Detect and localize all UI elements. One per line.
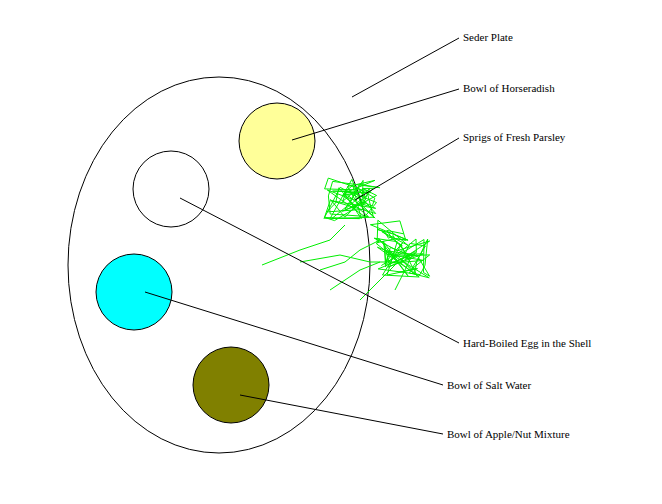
parsley-stem xyxy=(395,255,412,290)
egg xyxy=(133,151,209,227)
apple-nut-label: Bowl of Apple/Nut Mixture xyxy=(447,428,570,441)
leader-line xyxy=(145,292,443,385)
horseradish-label: Bowl of Horseradish xyxy=(463,82,555,95)
leader-line xyxy=(352,38,459,97)
seder-plate xyxy=(68,77,370,453)
parsley-stem xyxy=(262,225,345,265)
salt-water-bowl xyxy=(96,254,172,330)
salt-water-label: Bowl of Salt Water xyxy=(447,379,531,392)
parsley-label: Sprigs of Fresh Parsley xyxy=(463,131,565,144)
leader-line xyxy=(292,89,459,140)
leader-lines xyxy=(145,38,459,434)
parsley-stem xyxy=(320,240,380,270)
parsley-sprigs xyxy=(262,178,430,300)
leader-line xyxy=(355,138,459,200)
parsley-stem xyxy=(300,255,395,262)
apple-nut-bowl xyxy=(193,347,269,423)
leader-line xyxy=(240,395,443,434)
egg-label: Hard-Boiled Egg in the Shell xyxy=(463,337,591,350)
leader-line xyxy=(180,198,459,343)
horseradish-bowl xyxy=(239,103,315,179)
parsley-stem xyxy=(330,262,380,290)
parsley-scribble xyxy=(324,178,380,221)
parsley-scribble xyxy=(374,238,430,278)
plate-label: Seder Plate xyxy=(463,31,513,44)
